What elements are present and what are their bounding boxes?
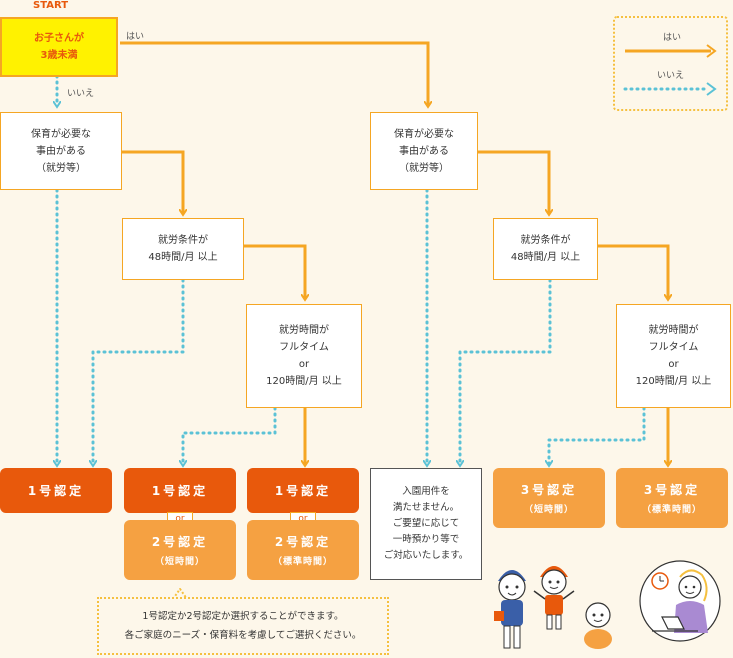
working-parent-illustration: [639, 560, 721, 642]
note-line-1: 1号認定か2号認定か選択することができます。: [142, 611, 344, 622]
result-not-eligible: 入園用件を 満たせません。 ご要望に応じて 一時預かり等で ご対応いたします。: [370, 468, 482, 580]
legend-no-arrow-icon: [623, 82, 717, 96]
no-line-right-fulltime: [549, 406, 646, 464]
result-col3-type1: 1号認定: [247, 468, 359, 513]
result-col3-type1-label: 1号認定: [274, 484, 332, 498]
result-type1: 1号認定: [0, 468, 112, 513]
yes-line-start: [120, 41, 428, 105]
result-col2-type2-sub: （短時間）: [154, 557, 205, 567]
no-line-right-work48: [460, 278, 552, 464]
note-line-2: 各ご家庭のニーズ・保育料を考慮してご選択ください。: [124, 630, 362, 641]
note-pointer-icon: [172, 588, 188, 600]
yes-line-left-need: [122, 150, 183, 213]
legend: はい いいえ: [613, 16, 728, 111]
no-branch-label: いいえ: [67, 89, 95, 99]
result-type3-standard-label: 3号認定: [643, 483, 701, 497]
result-col2-type2-label: 2号認定: [151, 535, 209, 549]
result-type3-standard-sub: （標準時間）: [641, 505, 702, 515]
result-col3-type2-standard: 2号認定 （標準時間）: [247, 520, 359, 580]
yes-line-right-need: [478, 150, 549, 213]
result-type3-short-sub: （短時間）: [523, 505, 574, 515]
result-col2-type1: 1号認定: [124, 468, 236, 513]
no-line-left-work48: [93, 278, 185, 464]
no-line-left-fulltime: [183, 406, 277, 464]
legend-yes-arrow-icon: [625, 44, 717, 58]
left-work48-node: 就労条件が 48時間/月 以上: [122, 218, 244, 280]
result-col2-type1-label: 1号認定: [151, 484, 209, 498]
legend-yes-label: はい: [663, 33, 682, 43]
result-type3-standard: 3号認定 （標準時間）: [616, 468, 728, 528]
yes-line-right-work48: [598, 244, 668, 298]
result-col3-type2-label: 2号認定: [274, 535, 332, 549]
result-col3-type2-sub: （標準時間）: [272, 557, 333, 567]
result-col2-type2-short: 2号認定 （短時間）: [124, 520, 236, 580]
start-node-under-3: お子さんが 3歳未満: [0, 17, 118, 77]
right-work48-node: 就労条件が 48時間/月 以上: [493, 218, 598, 280]
left-fulltime-node: 就労時間が フルタイム or 120時間/月 以上: [246, 304, 362, 408]
start-label: START: [33, 0, 69, 11]
yes-branch-label: はい: [126, 32, 145, 42]
legend-no-label: いいえ: [657, 71, 685, 81]
right-fulltime-node: 就労時間が フルタイム or 120時間/月 以上: [616, 304, 731, 408]
result-type3-short: 3号認定 （短時間）: [493, 468, 605, 528]
selection-note: 1号認定か2号認定か選択することができます。 各ご家庭のニーズ・保育料を考慮して…: [97, 597, 389, 655]
right-need-node: 保育が必要な 事由がある （就労等）: [370, 112, 478, 190]
left-need-node: 保育が必要な 事由がある （就労等）: [0, 112, 122, 190]
yes-line-left-work48: [244, 244, 305, 298]
children-illustration: [494, 566, 612, 649]
result-type1-label: 1号認定: [27, 484, 85, 498]
result-type3-short-label: 3号認定: [520, 483, 578, 497]
